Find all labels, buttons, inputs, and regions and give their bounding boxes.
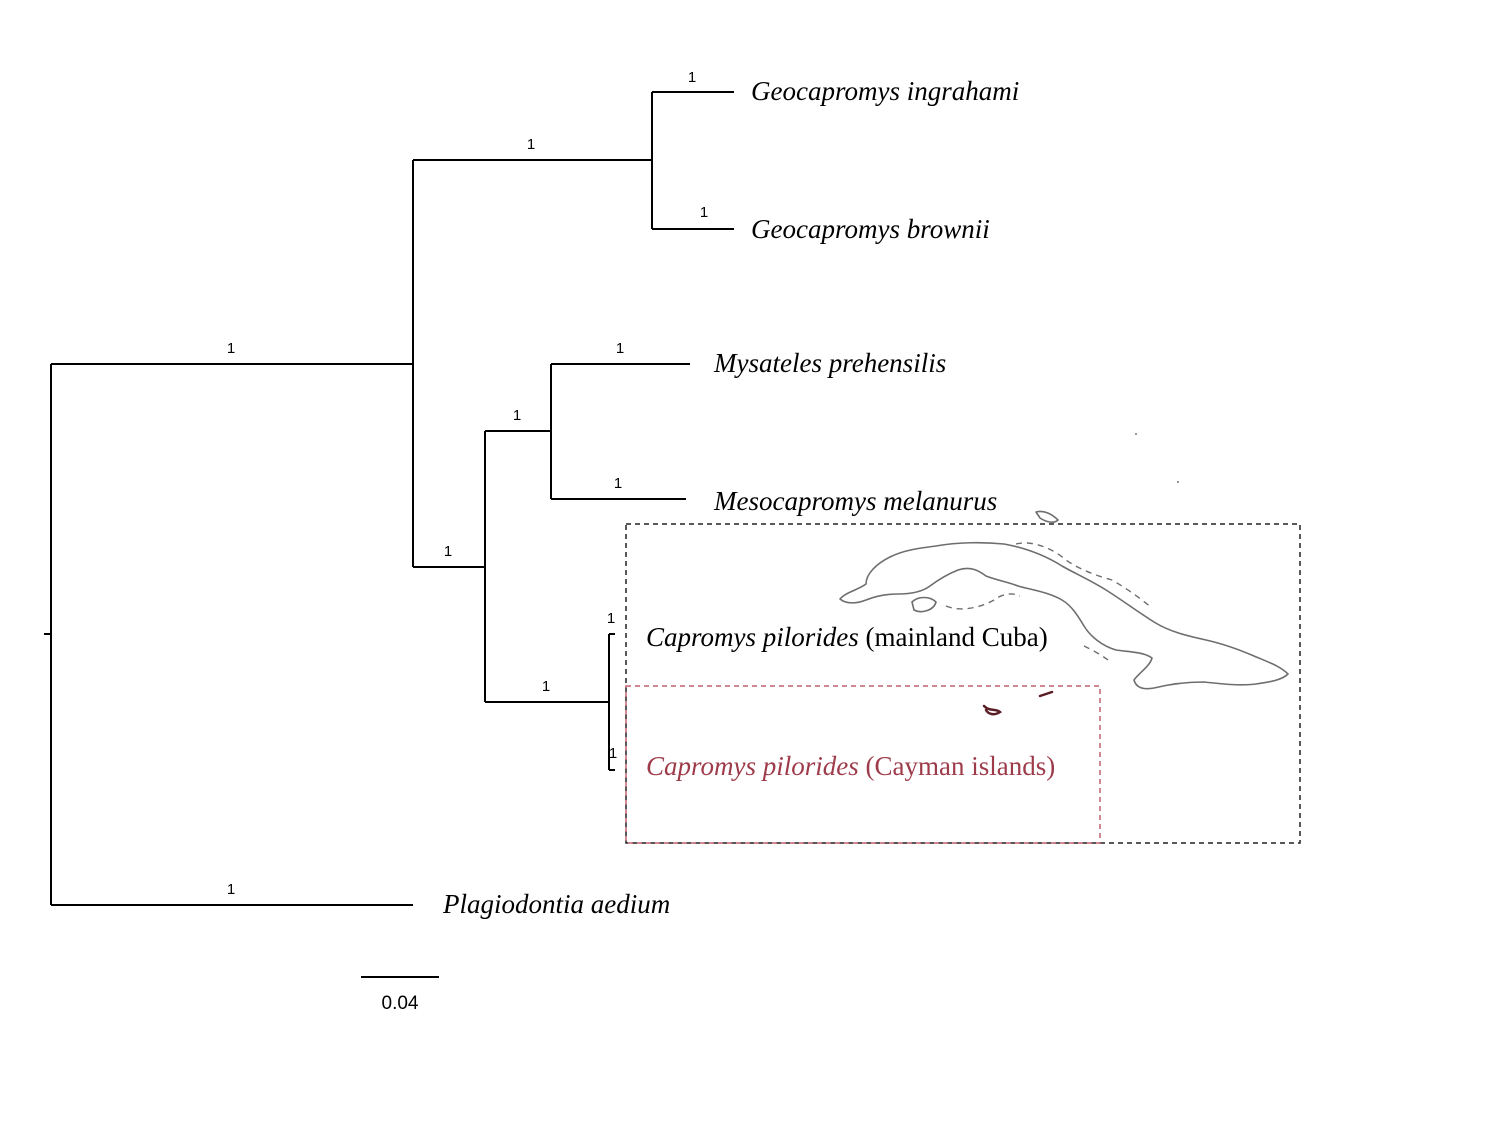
taxon-plagiodontia-aedium: Plagiodontia aedium bbox=[442, 889, 670, 919]
taxon-geocapromys-ingrahami: Geocapromys ingrahami bbox=[751, 76, 1019, 106]
scale-bar: 0.04 bbox=[361, 976, 439, 1014]
support-mysateles: 1 bbox=[616, 340, 624, 357]
support-capromys-clade: 1 bbox=[542, 678, 550, 695]
tree-branches bbox=[44, 91, 734, 906]
support-values: 1 1 1 1 1 1 1 1 1 1 1 1 bbox=[227, 69, 708, 898]
taxon-labels: Geocapromys ingrahami Geocapromys browni… bbox=[442, 76, 1055, 919]
support-main-clade: 1 bbox=[227, 340, 235, 357]
support-geocapromys-clade: 1 bbox=[527, 136, 535, 153]
scale-bar-label: 0.04 bbox=[382, 993, 419, 1014]
support-capromys-cayman: 1 bbox=[609, 745, 617, 762]
support-capromys-cuba: 1 bbox=[607, 610, 615, 627]
support-mesocapromys: 1 bbox=[614, 475, 622, 492]
support-geo-brownii: 1 bbox=[700, 204, 708, 221]
support-plagiodontia: 1 bbox=[227, 881, 235, 898]
support-geo-ingrahami: 1 bbox=[688, 69, 696, 86]
support-capromyini-clade: 1 bbox=[444, 543, 452, 560]
taxon-mesocapromys-melanurus: Mesocapromys melanurus bbox=[713, 486, 997, 516]
support-mysateles-meso-clade: 1 bbox=[513, 407, 521, 424]
cayman-highlight-box bbox=[625, 685, 1101, 844]
taxon-mysateles-prehensilis: Mysateles prehensilis bbox=[713, 348, 946, 378]
taxon-capromys-cayman-islands: Capromys pilorides (Cayman islands) bbox=[646, 751, 1055, 781]
taxon-geocapromys-brownii: Geocapromys brownii bbox=[751, 214, 990, 244]
taxon-capromys-mainland-cuba: Capromys pilorides (mainland Cuba) bbox=[646, 622, 1048, 652]
cuba-map bbox=[839, 433, 1289, 716]
cuba-highlight-box bbox=[625, 523, 1301, 844]
